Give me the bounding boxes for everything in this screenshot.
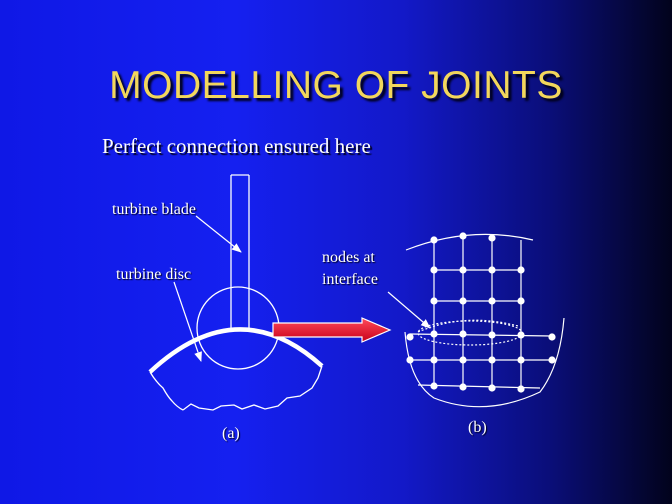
label-turbine-disc: turbine disc: [116, 266, 192, 283]
diagram-a-geometry: [148, 174, 324, 411]
disc-leader-arrow: [173, 281, 202, 362]
mesh-top-edge: [405, 233, 534, 251]
label-nodes-line1: nodes at: [322, 249, 375, 266]
caption-a: (a): [222, 425, 240, 442]
disc-outer-arc: [148, 327, 324, 374]
diagram-a-leaders: [173, 215, 242, 362]
nodes-leader-arrow: [387, 291, 431, 329]
label-turbine-blade: turbine blade: [112, 201, 196, 218]
slide-subtitle: Perfect connection ensured here: [102, 134, 371, 158]
label-nodes-line2: interface: [322, 271, 378, 288]
diagram-b-mesh: [404, 233, 565, 408]
mesh-outer-boundary: [404, 317, 565, 408]
interface-dotted-curve: [417, 319, 519, 333]
transition-arrow: [272, 317, 392, 343]
disc-left-edge: [149, 371, 184, 411]
blade-leader-arrow: [195, 215, 242, 253]
disc-bottom-jagged: [182, 365, 323, 411]
caption-b: (b): [468, 419, 487, 436]
mesh-nodes: [406, 232, 556, 393]
slide-title: MODELLING OF JOINTS: [109, 64, 563, 107]
